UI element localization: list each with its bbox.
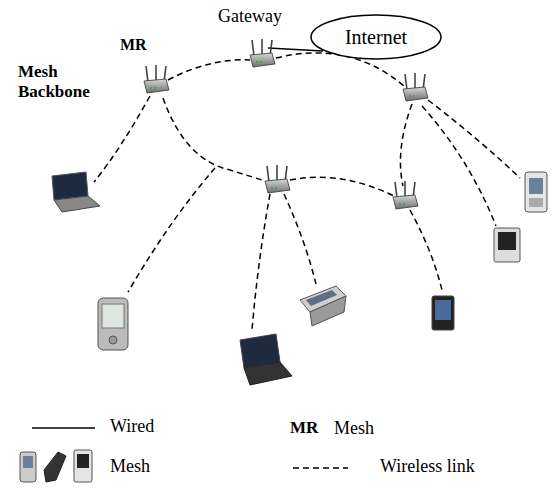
- mesh-routers: [403, 73, 428, 101]
- mesh-routers: [144, 39, 428, 209]
- legend-text: Mesh: [110, 456, 150, 477]
- legend-samples: [77, 454, 89, 468]
- backbone-label: Mesh Backbone: [18, 62, 104, 101]
- pda-client: [98, 298, 128, 350]
- router-label: MR: [120, 36, 147, 54]
- cloud-ellipse: Internet: [310, 14, 442, 60]
- laptop-client: [54, 196, 100, 212]
- pda-client: [498, 232, 516, 250]
- phone-client: [525, 172, 547, 212]
- laptop-client: [52, 172, 100, 212]
- gateway-label: Gateway: [218, 6, 282, 27]
- laptop-client: [244, 362, 292, 385]
- wireless-links: [410, 210, 442, 290]
- phone-client: [529, 198, 543, 207]
- laptop-client: [52, 172, 88, 200]
- mesh-routers: [393, 181, 418, 209]
- mesh-routers: [250, 39, 275, 67]
- legend-text: Mesh: [334, 418, 374, 439]
- wireless-links: [252, 194, 270, 330]
- wireless-links: [168, 60, 250, 80]
- pda-client: [494, 228, 520, 262]
- legend-samples: [32, 427, 95, 429]
- legend-samples: [44, 452, 66, 482]
- legend-samples: [23, 456, 33, 468]
- pda-client: [432, 296, 454, 330]
- wireless-links: [94, 96, 150, 182]
- phone-client: [306, 290, 337, 306]
- pda-client: [109, 336, 117, 344]
- mesh-routers: [265, 165, 290, 193]
- wireless-links: [400, 104, 412, 186]
- phone-client: [529, 178, 543, 194]
- wireless-links: [94, 53, 520, 330]
- wired-link: [268, 48, 323, 51]
- ellipse-outline: [311, 15, 441, 59]
- wireless-links: [163, 98, 262, 180]
- pda-client: [432, 296, 454, 330]
- pda-client: [98, 298, 128, 350]
- pda-client: [494, 228, 520, 262]
- legend-text: Wired: [110, 416, 154, 437]
- legend-samples: [20, 452, 36, 482]
- legend-text: Wireless link: [380, 456, 475, 477]
- legend-abbreviation: MR: [290, 418, 318, 438]
- pda-client: [102, 304, 124, 328]
- wireless-links: [290, 177, 394, 196]
- phone-client: [525, 172, 547, 212]
- node-text: Internet: [345, 26, 407, 49]
- wireless-links: [428, 100, 520, 178]
- pda-client: [435, 300, 451, 320]
- wireless-links: [284, 194, 316, 284]
- legend-samples: [74, 450, 92, 482]
- phone-client: [300, 286, 346, 326]
- mesh-routers: [144, 65, 169, 93]
- laptop-client: [240, 334, 292, 385]
- wireless-links: [128, 168, 215, 292]
- wireless-links: [422, 106, 496, 226]
- legend-samples: [293, 467, 348, 469]
- wired-link: [268, 48, 323, 51]
